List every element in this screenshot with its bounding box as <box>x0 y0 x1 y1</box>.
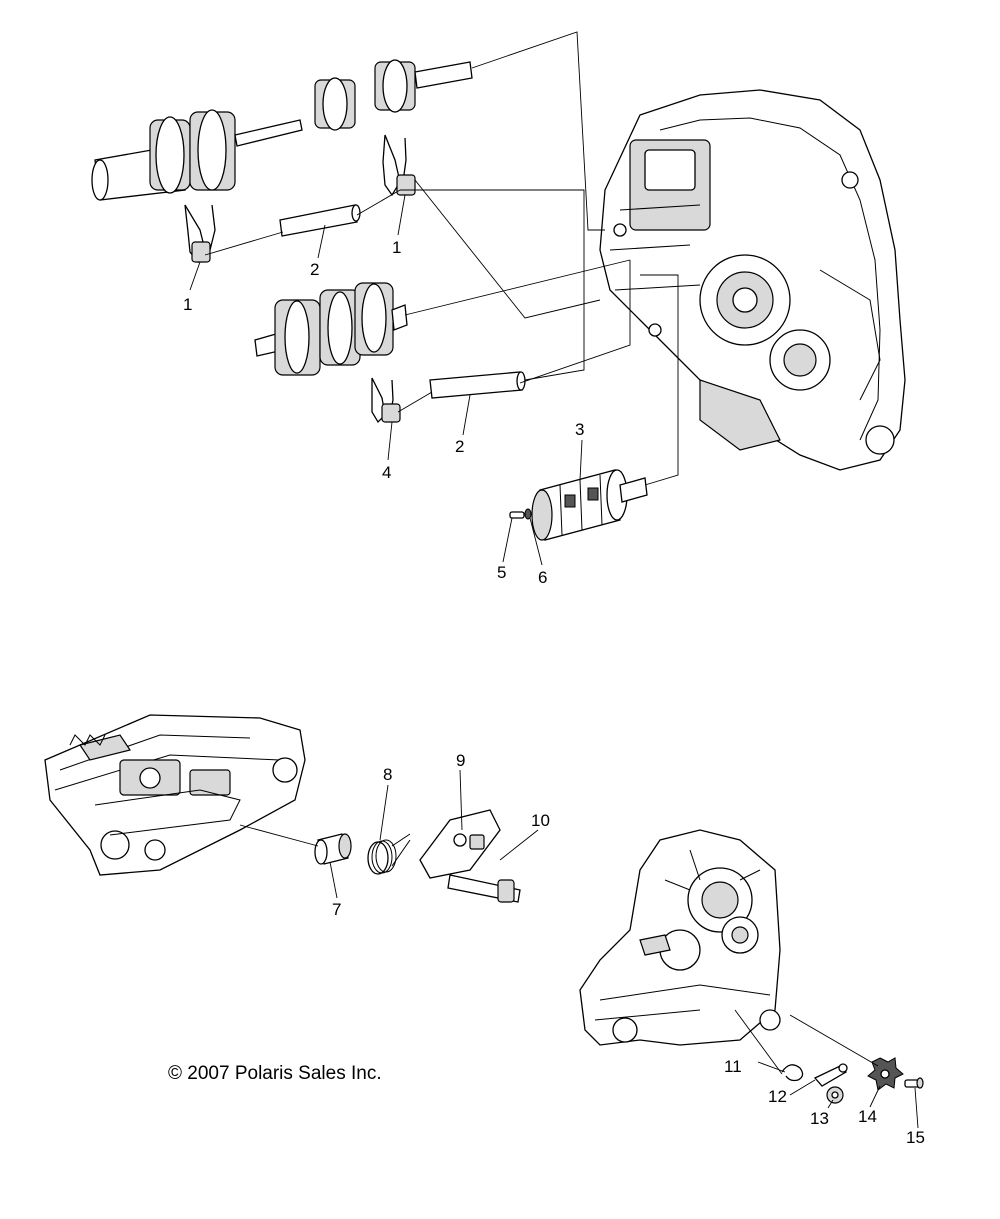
transmission-counter-shaft <box>254 282 408 376</box>
shift-drum-washer <box>524 508 532 520</box>
copyright-notice: © 2007 Polaris Sales Inc. <box>168 1063 382 1084</box>
assembly-guide-lines <box>204 31 679 486</box>
callout-11: 11 <box>724 1057 742 1076</box>
callout-4: 4 <box>382 463 391 482</box>
callout-7: 7 <box>332 900 341 919</box>
callout-1-right: 1 <box>392 238 401 257</box>
shift-fork-lower <box>371 377 401 424</box>
callout-leaders-bottom-right <box>734 1009 919 1129</box>
callout-leaders-top <box>189 194 583 566</box>
callout-6: 6 <box>538 568 547 587</box>
callout-1-left: 1 <box>183 295 192 314</box>
callout-numbers: 1 2 1 2 4 3 5 6 7 8 9 10 11 12 13 14 15 <box>183 238 925 1147</box>
callout-9: 9 <box>456 751 465 770</box>
crankcase-section-left <box>44 714 306 876</box>
shift-detent-spring <box>781 1064 804 1082</box>
callout-12: 12 <box>768 1087 787 1106</box>
shift-fork-upper-right <box>382 134 416 197</box>
transmission-main-shaft <box>91 59 473 201</box>
crankcase-section-right <box>579 829 781 1046</box>
shift-rod-upper <box>279 204 361 237</box>
shift-fork-upper-left <box>184 204 216 264</box>
crankcase-half <box>599 89 906 471</box>
shift-shaft-assembly <box>419 809 521 903</box>
callout-leaders-bottom-left <box>239 769 539 899</box>
detent-arm <box>813 1063 848 1087</box>
shift-rod-lower <box>429 371 526 399</box>
callout-14: 14 <box>858 1107 877 1126</box>
shift-drum-pin <box>509 511 525 519</box>
shift-drum <box>531 469 648 541</box>
bushing <box>314 833 352 865</box>
cap-screw <box>904 1077 924 1089</box>
callout-5: 5 <box>497 563 506 582</box>
detent-star-wheel <box>867 1057 904 1091</box>
hex-nut <box>826 1086 844 1104</box>
callout-10: 10 <box>531 811 550 830</box>
callout-3: 3 <box>575 420 584 439</box>
callout-2-lower: 2 <box>455 437 464 456</box>
callout-8: 8 <box>383 765 392 784</box>
callout-15: 15 <box>906 1128 925 1147</box>
callout-13: 13 <box>810 1109 829 1128</box>
callout-2-upper: 2 <box>310 260 319 279</box>
return-spring <box>367 833 411 875</box>
